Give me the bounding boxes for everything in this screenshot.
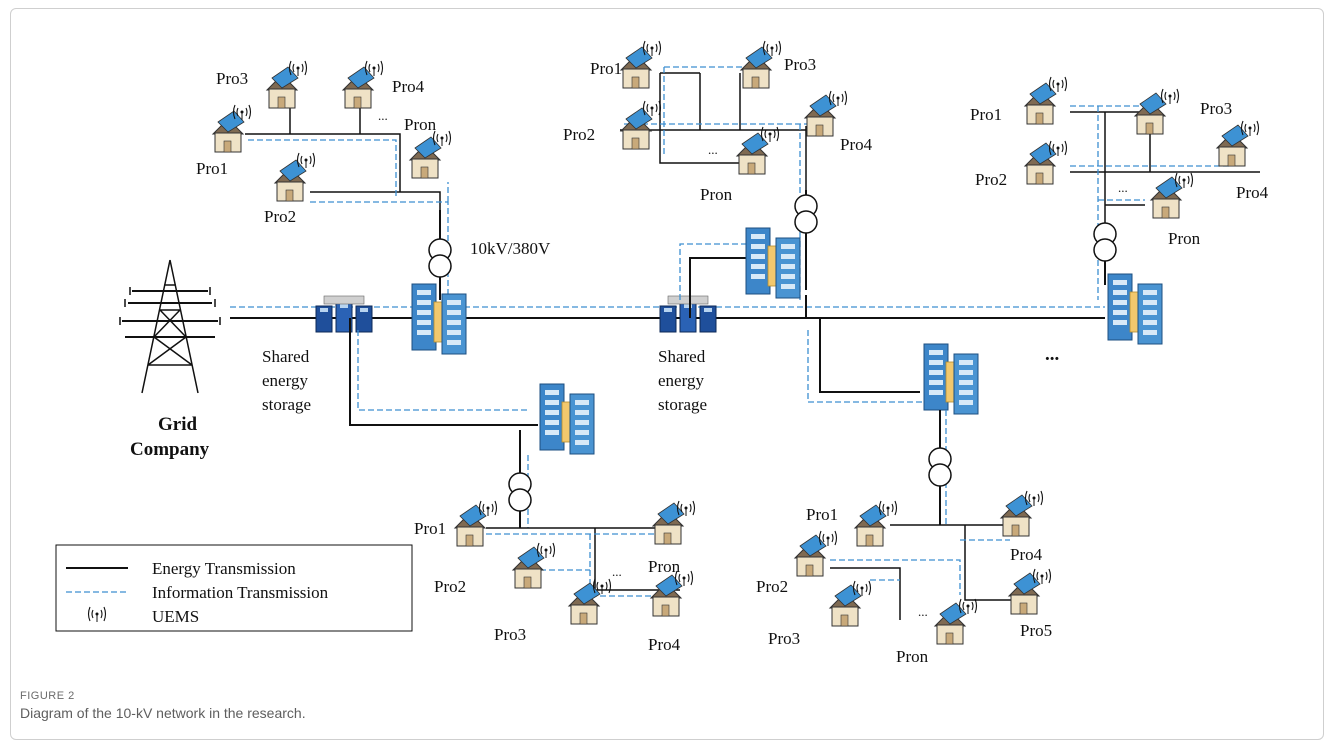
uems-server-icon [923, 343, 979, 415]
transformer-icon [794, 194, 818, 234]
c3-pron-label: Pron [1168, 229, 1201, 248]
c5-pro4-label: Pro4 [1010, 545, 1043, 564]
uems-server-icon [745, 227, 801, 299]
house-icon [568, 582, 601, 625]
c4-pron-label: Pron [648, 557, 681, 576]
c3-pro2-label: Pro2 [975, 170, 1007, 189]
house-icon [1150, 176, 1183, 219]
legend: Energy Transmission Information Transmis… [55, 544, 413, 632]
c3-pro1-label: Pro1 [970, 105, 1002, 124]
transmission-tower-icon [119, 259, 221, 394]
c4-pro3-label: Pro3 [494, 625, 526, 644]
c3-pro4-label: Pro4 [1236, 183, 1269, 202]
house-icon [1216, 124, 1249, 167]
house-icon [736, 132, 769, 175]
c1-pro2-label: Pro2 [264, 207, 296, 226]
storage-1-line2: energy [262, 371, 308, 390]
c1-pro4-label: Pro4 [392, 77, 425, 96]
house-icon [1024, 82, 1057, 125]
house-icon [829, 584, 862, 627]
house-icon [620, 46, 653, 89]
grid-company-line1: Grid [158, 414, 197, 435]
legend-uems-label: UEMS [152, 607, 199, 626]
house-icon [652, 502, 685, 545]
more-networks-ellipsis: ... [1045, 344, 1059, 365]
c5-pro2-label: Pro2 [756, 577, 788, 596]
house-icon [1000, 494, 1033, 537]
transformer-icon [508, 472, 532, 512]
storage-1-line1: Shared [262, 347, 310, 366]
house-icon [620, 107, 653, 150]
storage-2-line3: storage [658, 395, 707, 414]
cluster-3: Pro1 Pro2 Pro3 Pro4 Pron ... [970, 76, 1269, 345]
cluster-1: Pro1 Pro2 Pro3 Pro4 Pron ... [196, 60, 467, 355]
legend-info-label: Information Transmission [152, 583, 329, 602]
c4-pro4-label: Pro4 [648, 635, 681, 654]
c2-dots: ... [708, 142, 718, 157]
shared-storage-icon [315, 295, 373, 333]
grid-company-line2: Company [130, 439, 210, 460]
c1-pro1-label: Pro1 [196, 159, 228, 178]
c5-pro3-label: Pro3 [768, 629, 800, 648]
storage-1-line3: storage [262, 395, 311, 414]
c2-pro4-label: Pro4 [840, 135, 873, 154]
house-icon [854, 504, 887, 547]
c2-pron-label: Pron [700, 185, 733, 204]
transformer-icon [928, 447, 952, 487]
house-icon [274, 159, 307, 202]
cluster-2: Pro1 Pro2 Pro3 Pro4 Pron ... [563, 40, 873, 318]
c4-pro1-label: Pro1 [414, 519, 446, 538]
house-icon [934, 602, 967, 645]
house-icon [1024, 142, 1057, 185]
house-icon [650, 574, 683, 617]
cluster-5: Pro1 Pro2 Pro3 Pro4 Pro5 Pron ... [756, 318, 1052, 666]
c5-dots: ... [918, 604, 928, 619]
figure-label: FIGURE 2 [20, 690, 75, 702]
c1-pron-label: Pron [404, 115, 437, 134]
house-icon [454, 504, 487, 547]
c2-pro3-label: Pro3 [784, 55, 816, 74]
shared-storage-icon [659, 295, 717, 333]
figure-caption-text: Diagram of the 10-kV network in the rese… [20, 705, 306, 721]
figure-caption: FIGURE 2 Diagram of the 10-kV network in… [20, 690, 306, 721]
transformer-rating-label: 10kV/380V [470, 239, 551, 258]
c4-dots: ... [612, 564, 622, 579]
storage-2-line2: energy [658, 371, 704, 390]
house-icon [740, 46, 773, 89]
house-icon [1008, 572, 1041, 615]
house-icon [794, 534, 827, 577]
legend-energy-label: Energy Transmission [152, 559, 296, 578]
c2-pro1-label: Pro1 [590, 59, 622, 78]
c5-pro5-label: Pro5 [1020, 621, 1052, 640]
house-icon [512, 546, 545, 589]
house-icon [266, 66, 299, 109]
c4-pro2-label: Pro2 [434, 577, 466, 596]
c2-pro2-label: Pro2 [563, 125, 595, 144]
house-icon [409, 136, 442, 179]
storage-2-line1: Shared [658, 347, 706, 366]
c1-dots: ... [378, 108, 388, 123]
transformer-icon [428, 238, 452, 278]
transformer-icon [1093, 222, 1117, 262]
house-icon [804, 94, 837, 137]
c5-pron-label: Pron [896, 647, 929, 666]
c3-dots: ... [1118, 180, 1128, 195]
c1-pro3-label: Pro3 [216, 69, 248, 88]
c5-pro1-label: Pro1 [806, 505, 838, 524]
cluster-4: Pro1 Pro2 Pro3 Pro4 Pron ... [349, 318, 696, 654]
uems-server-icon [539, 383, 595, 455]
house-icon [342, 66, 375, 109]
c3-pro3-label: Pro3 [1200, 99, 1232, 118]
house-icon [212, 110, 245, 153]
uems-server-icon [1107, 273, 1163, 345]
